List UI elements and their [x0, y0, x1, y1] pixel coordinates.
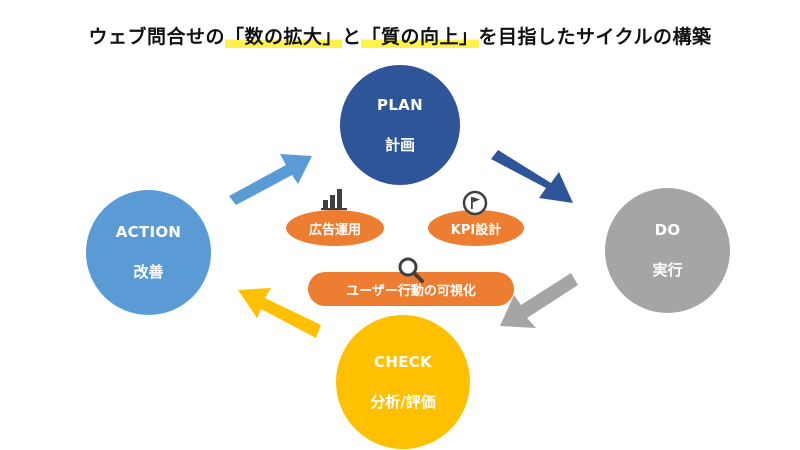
plan-circle: PLAN 計画	[340, 65, 460, 185]
flag-icon	[462, 190, 488, 216]
diagram-title: ウェブ問合せの「数の拡大」と「質の向上」を目指したサイクルの構築	[0, 22, 800, 49]
do-label: DO	[654, 221, 681, 239]
ad-operation-label: 広告運用	[308, 222, 361, 238]
title-middle: と	[341, 26, 362, 48]
check-label: CHECK	[374, 352, 432, 371]
arrow-check-to-action	[238, 288, 321, 338]
action-label: ACTION	[115, 223, 182, 241]
kpi-design-tag: KPI設計	[428, 210, 524, 246]
user-behavior-visualization-tag: ユーザー行動の可視化	[308, 272, 514, 306]
title-highlight-quality: 「質の向上」	[361, 26, 479, 48]
plan-sublabel: 計画	[384, 135, 415, 154]
arrow-do-to-check	[500, 273, 578, 328]
bar-chart-icon	[321, 189, 347, 210]
ad-operation-tag: 広告運用	[286, 210, 384, 246]
arrow-action-to-plan	[229, 154, 312, 205]
title-prefix: ウェブ問合せの	[88, 26, 225, 48]
user-behavior-visualization-label: ユーザー行動の可視化	[346, 283, 476, 299]
arrow-plan-to-do	[491, 150, 573, 203]
plan-label: PLAN	[377, 95, 423, 114]
do-circle: DO 実行	[605, 188, 730, 313]
check-circle: CHECK 分析/評価	[336, 315, 470, 449]
title-highlight-quantity: 「数の拡大」	[224, 26, 342, 48]
title-suffix: を目指したサイクルの構築	[478, 26, 712, 48]
do-sublabel: 実行	[652, 261, 683, 279]
action-sublabel: 改善	[133, 263, 164, 281]
magnifier-icon	[398, 257, 424, 283]
check-sublabel: 分析/評価	[370, 392, 436, 411]
kpi-design-label: KPI設計	[450, 222, 502, 238]
action-circle: ACTION 改善	[86, 190, 211, 315]
